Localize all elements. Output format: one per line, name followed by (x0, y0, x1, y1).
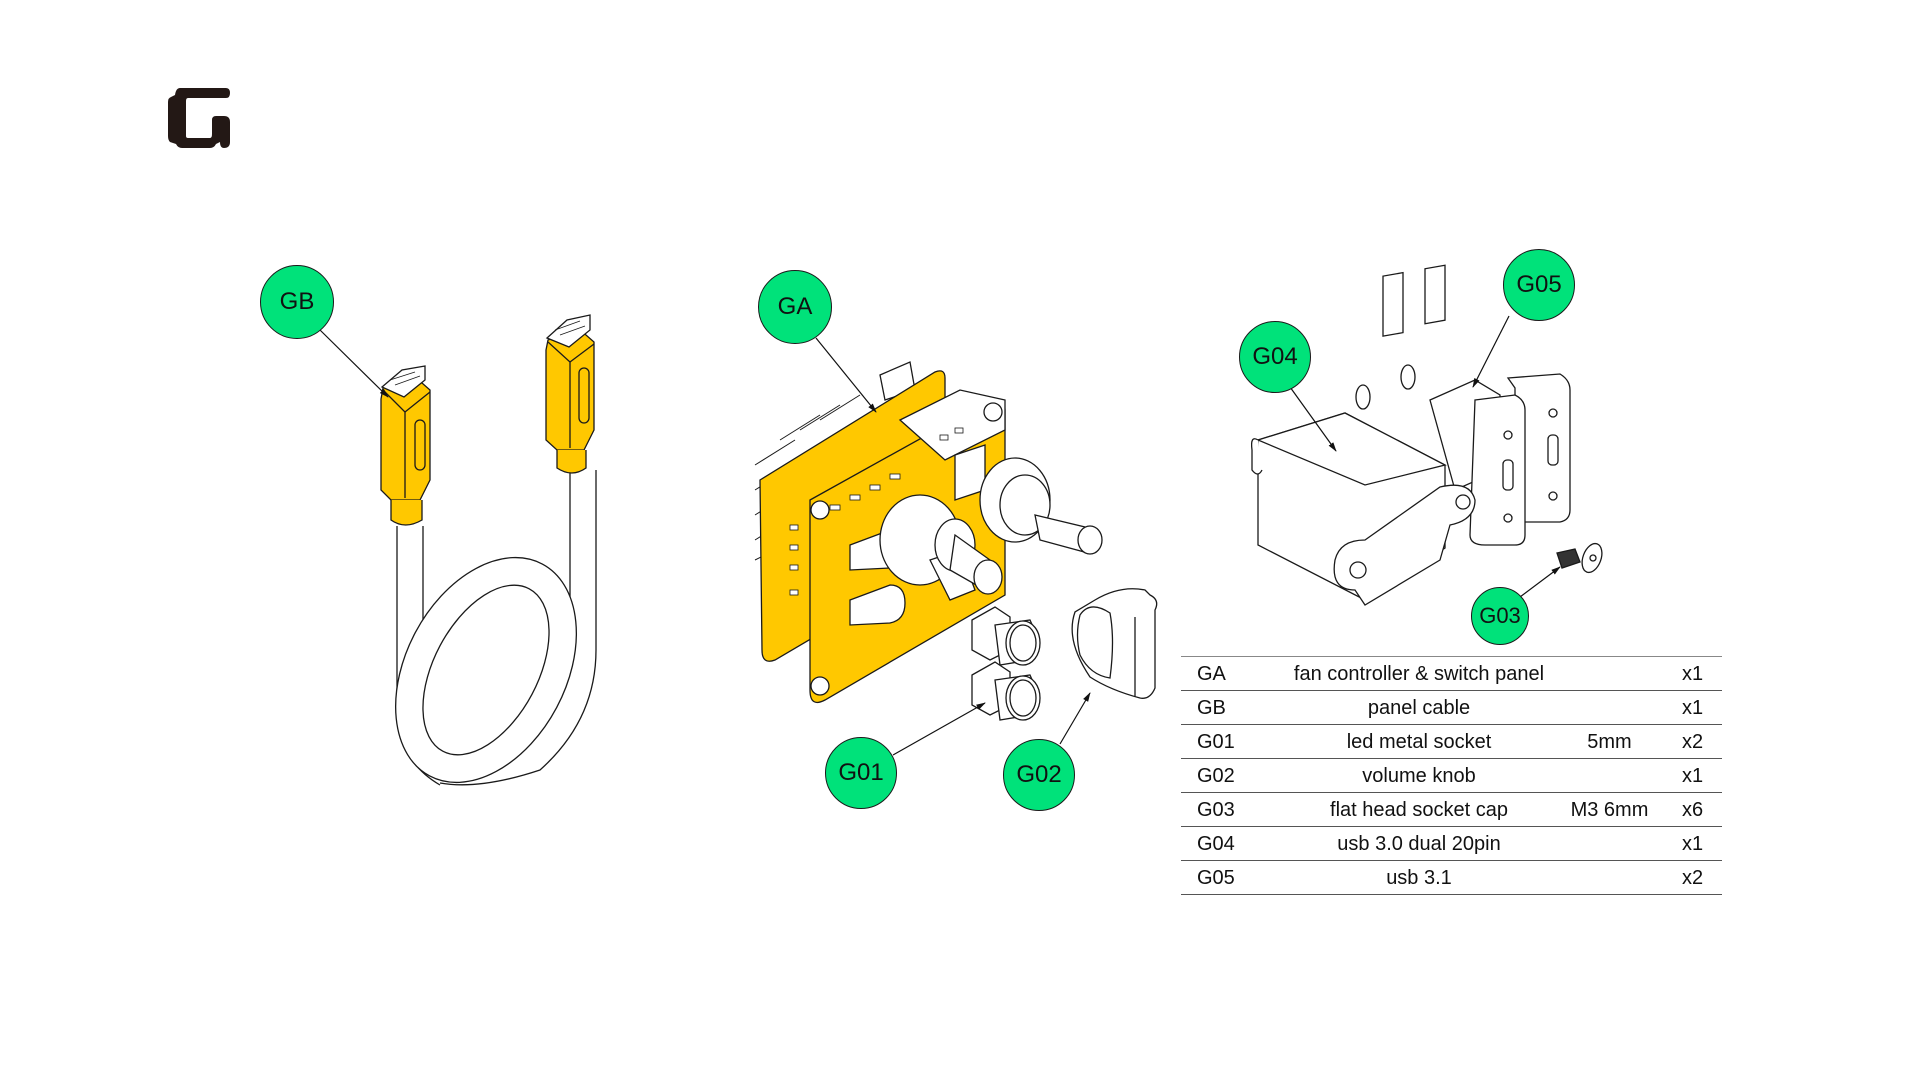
part-code: G04 (1181, 826, 1291, 861)
part-code: G03 (1181, 792, 1291, 827)
part-quantity: x2 (1672, 724, 1722, 759)
part-description: led metal socket (1291, 724, 1547, 759)
part-description: usb 3.1 (1291, 860, 1547, 895)
part-spec (1547, 690, 1672, 725)
part-code: G02 (1181, 758, 1291, 793)
part-code: G01 (1181, 724, 1291, 759)
usb-modules-drawing (1250, 264, 1603, 606)
table-row: G01 led metal socket 5mm x2 (1181, 724, 1722, 759)
parts-list-table: GA fan controller & switch panel x1 GB p… (1181, 656, 1722, 895)
part-quantity: x1 (1672, 826, 1722, 861)
part-quantity: x6 (1672, 792, 1722, 827)
callout-badge-g04: G04 (1239, 321, 1311, 393)
connector-left (380, 365, 431, 526)
table-row: G02 volume knob x1 (1181, 758, 1722, 793)
part-description: fan controller & switch panel (1291, 656, 1547, 691)
callout-badge-g02: G02 (1003, 739, 1075, 811)
part-spec (1547, 826, 1672, 861)
part-quantity: x1 (1672, 758, 1722, 793)
flat-head-socket-cap-drawing (1556, 542, 1603, 574)
part-spec: M3 6mm (1547, 792, 1672, 827)
callout-badge-g01: G01 (825, 737, 897, 809)
connector-right (545, 314, 595, 474)
part-spec (1547, 860, 1672, 895)
table-row: G04 usb 3.0 dual 20pin x1 (1181, 826, 1722, 861)
part-spec (1547, 758, 1672, 793)
part-quantity: x1 (1672, 656, 1722, 691)
part-description: panel cable (1291, 690, 1547, 725)
part-code: GA (1181, 656, 1291, 691)
table-row: G03 flat head socket cap M3 6mm x6 (1181, 792, 1722, 827)
callout-badge-gb: GB (260, 265, 334, 339)
table-row: GA fan controller & switch panel x1 (1181, 656, 1722, 691)
part-code: GB (1181, 690, 1291, 725)
brand-g-logo-icon (168, 88, 230, 148)
panel-cable-drawing (380, 314, 597, 786)
part-description: flat head socket cap (1291, 792, 1547, 827)
part-spec (1547, 656, 1672, 691)
callout-badge-ga: GA (758, 270, 832, 344)
leader-lines (319, 315, 1561, 756)
fan-controller-panel-drawing (754, 361, 1103, 704)
part-description: usb 3.0 dual 20pin (1291, 826, 1547, 861)
callout-badge-g03: G03 (1471, 587, 1529, 645)
part-quantity: x2 (1672, 860, 1722, 895)
table-row: G05 usb 3.1 x2 (1181, 860, 1722, 895)
part-code: G05 (1181, 860, 1291, 895)
part-description: volume knob (1291, 758, 1547, 793)
part-spec: 5mm (1547, 724, 1672, 759)
part-quantity: x1 (1672, 690, 1722, 725)
callout-badge-g05: G05 (1503, 249, 1575, 321)
volume-knob-drawing (1071, 588, 1158, 699)
table-row: GB panel cable x1 (1181, 690, 1722, 725)
led-metal-socket-drawing (971, 606, 1041, 721)
